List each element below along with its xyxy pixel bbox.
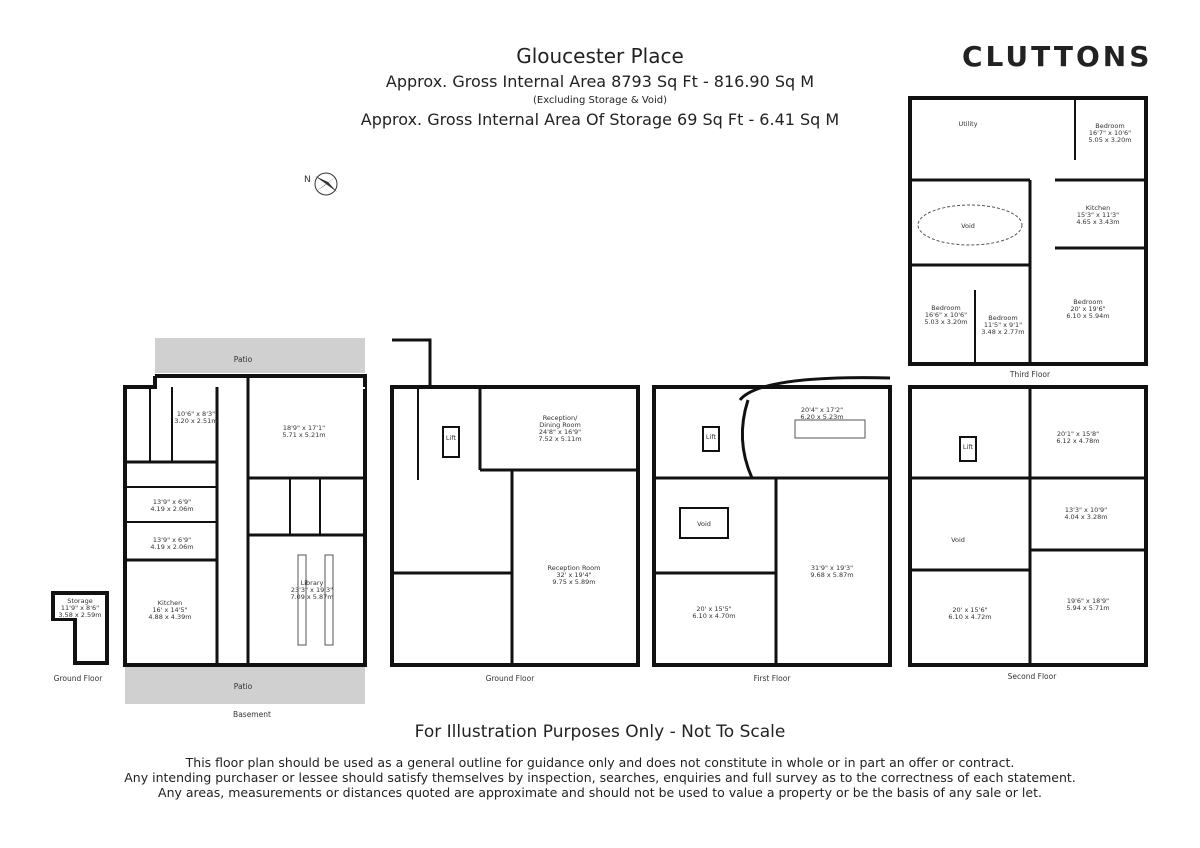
basement-room2-imperial: 18'9" x 17'1" [283, 424, 325, 432]
storage-floor-label: Ground Floor [54, 674, 104, 683]
basement-kitchen-metric: 4.88 x 4.39m [148, 613, 191, 621]
third-bed2-name: Bedroom [931, 304, 960, 312]
ground-reception-metric: 9.75 x 5.89m [552, 578, 595, 586]
third-bed4-imperial: 20' x 19'6" [1070, 305, 1105, 313]
first-room2-metric: 9.68 x 5.87m [810, 571, 853, 579]
disclaimer-line: Any intending purchaser or lessee should… [124, 770, 1076, 785]
basement-library-name: Library [301, 579, 324, 587]
first-room3-metric: 6.10 x 4.70m [692, 612, 735, 620]
third-kitchen-name: Kitchen [1086, 204, 1110, 212]
ground-reception-name: Reception Room [548, 564, 601, 572]
third-kitchen-imperial: 15'3" x 11'3" [1077, 211, 1119, 219]
basement-kitchen-name: Kitchen [158, 599, 182, 607]
first-room3-imperial: 20' x 15'5" [696, 605, 731, 613]
third-bed4-metric: 6.10 x 5.94m [1066, 312, 1109, 320]
basement-floor-label: Basement [233, 710, 271, 719]
compass-icon: N [304, 172, 338, 196]
storage-metric: 3.58 x 2.59m [58, 611, 101, 619]
basement-patio-top: Patio [234, 355, 253, 364]
second-room4-imperial: 19'6" x 18'9" [1067, 597, 1109, 605]
basement-room2-metric: 5.71 x 5.21m [282, 431, 325, 439]
ground-reception-dining-imperial: 24'8" x 16'9" [539, 428, 581, 436]
disclaimer-line: This floor plan should be used as a gene… [185, 755, 1015, 770]
basement-room1-imperial: 10'6" x 8'3" [177, 410, 215, 418]
third-bed2-imperial: 16'6" x 10'6" [925, 311, 967, 319]
third-bed3-metric: 3.48 x 2.77m [981, 328, 1024, 336]
second-room3-metric: 6.10 x 4.72m [948, 613, 991, 621]
first-floor-plan: Lift Void 20'4" x 17'2" 6.20 x 5.23m 31'… [652, 376, 892, 683]
third-floor-plan: Void Utility Bedroom 16'7" x 10'6" 5.05 … [908, 96, 1148, 379]
third-kitchen-metric: 4.65 x 3.43m [1076, 218, 1119, 226]
compass-north-label: N [304, 175, 311, 185]
first-void-label: Void [697, 520, 711, 528]
basement-library-imperial: 23'3" x 19'3" [291, 586, 333, 594]
basement-room3-metric: 4.19 x 2.06m [150, 505, 193, 513]
basement-room4-imperial: 13'9" x 6'9" [153, 536, 191, 544]
property-title: Gloucester Place [516, 44, 684, 68]
basement-plan: Patio Patio 10'6" x 8'3" 3.20 x 2.51m 18… [123, 338, 367, 719]
second-room1-metric: 6.12 x 4.78m [1056, 437, 1099, 445]
first-floor-label: First Floor [754, 674, 792, 683]
basement-patio-bottom: Patio [234, 682, 253, 691]
second-lift-label: Lift [963, 443, 974, 451]
storage-plan: Storage 11'9" x 8'6" 3.58 x 2.59m Ground… [51, 591, 109, 683]
ground-floor-plan: Lift Reception/ Dining Room 24'8" x 16'9… [390, 338, 640, 683]
basement-room3-imperial: 13'9" x 6'9" [153, 498, 191, 506]
third-bed2-metric: 5.03 x 3.20m [924, 318, 967, 326]
third-floor-label: Third Floor [1009, 370, 1051, 379]
basement-room4-metric: 4.19 x 2.06m [150, 543, 193, 551]
basement-kitchen-imperial: 16' x 14'5" [152, 606, 187, 614]
illustration-note: For Illustration Purposes Only - Not To … [414, 722, 786, 742]
third-bed1-name: Bedroom [1095, 122, 1124, 130]
ground-lift-label: Lift [446, 434, 457, 442]
gross-area-text: Approx. Gross Internal Area 8793 Sq Ft -… [385, 72, 815, 91]
second-room3-imperial: 20' x 15'6" [952, 606, 987, 614]
cluttons-logo: CLUTTONS [962, 40, 1153, 73]
disclaimer-line: Any areas, measurements or distances quo… [158, 785, 1042, 800]
first-lift-label: Lift [706, 433, 717, 441]
third-bed3-name: Bedroom [988, 314, 1017, 322]
first-room2-imperial: 31'9" x 19'3" [811, 564, 853, 572]
third-bed1-metric: 5.05 x 3.20m [1088, 136, 1131, 144]
third-utility-label: Utility [958, 120, 977, 128]
ground-reception-imperial: 32' x 19'4" [556, 571, 591, 579]
basement-library-metric: 7.09 x 5.87m [290, 593, 333, 601]
ground-reception-dining-name1: Reception/ [543, 414, 578, 422]
storage-area-text: Approx. Gross Internal Area Of Storage 6… [360, 110, 840, 129]
third-bed1-imperial: 16'7" x 10'6" [1089, 129, 1131, 137]
second-room4-metric: 5.94 x 5.71m [1066, 604, 1109, 612]
third-bed3-imperial: 11'5" x 9'1" [984, 321, 1022, 329]
third-void-label: Void [961, 222, 975, 230]
ground-reception-dining-metric: 7.52 x 5.11m [538, 435, 581, 443]
second-void-label: Void [951, 536, 965, 544]
second-room2-imperial: 13'3" x 10'9" [1065, 506, 1107, 514]
storage-imperial: 11'9" x 8'6" [61, 604, 99, 612]
excluding-text: (Excluding Storage & Void) [532, 95, 668, 106]
third-bed4-name: Bedroom [1073, 298, 1102, 306]
second-floor-label: Second Floor [1008, 672, 1058, 681]
second-room2-metric: 4.04 x 3.28m [1064, 513, 1107, 521]
ground-floor-label: Ground Floor [486, 674, 536, 683]
basement-room1-metric: 3.20 x 2.51m [174, 417, 217, 425]
ground-reception-dining-name2: Dining Room [539, 421, 581, 429]
first-room1-metric: 6.20 x 5.23m [800, 413, 843, 421]
first-room1-imperial: 20'4" x 17'2" [801, 406, 843, 414]
storage-name: Storage [67, 597, 92, 605]
second-floor-plan: Lift Void 20'1" x 15'8" 6.12 x 4.78m 13'… [908, 385, 1148, 681]
second-room1-imperial: 20'1" x 15'8" [1057, 430, 1099, 438]
